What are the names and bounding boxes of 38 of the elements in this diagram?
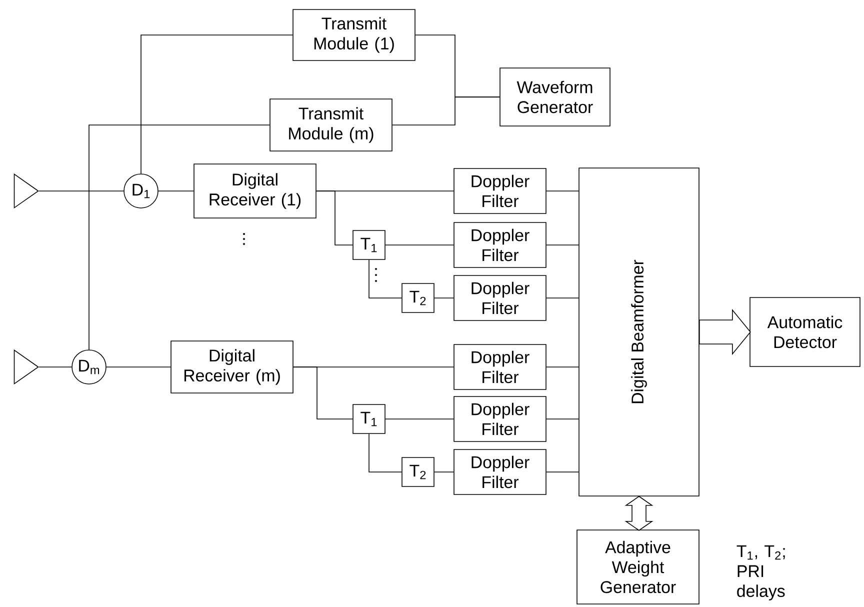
connector-line xyxy=(38,366,72,368)
connector-line xyxy=(316,190,353,246)
filter-box: Doppler Filter xyxy=(454,222,546,268)
process-box: Transmit Module (m) xyxy=(270,98,392,152)
note-text: T$_{1}$, T$_{2}$; PRI delays xyxy=(736,545,785,600)
block-arrow xyxy=(624,496,654,531)
beamformer-box: Digital Beamformer xyxy=(578,168,700,496)
connector-line xyxy=(368,260,402,298)
delay-box: T$_{1}$ xyxy=(352,230,386,260)
filter-box: Doppler Filter xyxy=(454,344,546,390)
delay-box: T$_{2}$ xyxy=(402,283,434,313)
connector-line xyxy=(106,366,171,368)
delay-box: T$_{1}$ xyxy=(352,404,386,434)
connector-line xyxy=(546,190,579,192)
connector-line xyxy=(88,124,270,350)
connector-line xyxy=(385,244,454,246)
process-box: Adaptive Weight Generator xyxy=(576,530,700,604)
connector-line xyxy=(38,190,124,192)
connector-line xyxy=(158,190,194,192)
process-box: Digital Receiver (m) xyxy=(170,340,294,394)
connector-line xyxy=(546,418,579,420)
block-arrow xyxy=(699,308,751,356)
process-box: Automatic Detector xyxy=(750,297,860,367)
connector-line xyxy=(546,366,579,368)
connector-line xyxy=(392,96,500,126)
delay-box: T$_{2}$ xyxy=(402,457,434,487)
filter-box: Doppler Filter xyxy=(454,449,546,495)
filter-box: Doppler Filter xyxy=(454,168,546,214)
process-box: Waveform Generator xyxy=(500,68,610,126)
filter-box: Doppler Filter xyxy=(454,275,546,321)
connector-line xyxy=(140,34,293,174)
filter-box: Doppler Filter xyxy=(454,396,546,442)
process-box: Digital Receiver (1) xyxy=(194,164,316,218)
connector-line xyxy=(368,433,402,472)
connector-line xyxy=(546,244,579,246)
process-box: Transmit Module (1) xyxy=(292,9,416,61)
connector-line xyxy=(385,418,454,420)
connector-line xyxy=(293,366,353,420)
